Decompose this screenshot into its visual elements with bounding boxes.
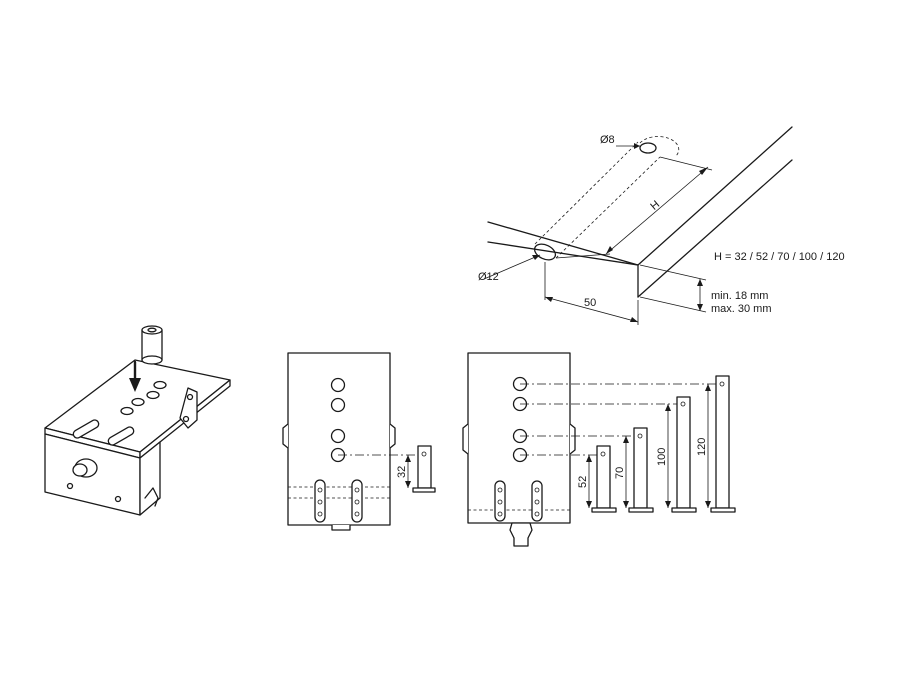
d70-label: 70 (614, 467, 626, 479)
h-options-label: H = 32 / 52 / 70 / 100 / 120 (714, 251, 845, 263)
d32-label: 32 (396, 466, 408, 478)
hole-8-mark (639, 142, 657, 154)
dia8-label: Ø8 (600, 134, 615, 146)
d100-label: 100 (656, 448, 668, 466)
jig-front-view: 32 (282, 352, 436, 531)
h-label: H (648, 198, 662, 212)
board-isometric-view: Ø8 Ø12 H 50 min. 18 mm max. 30 mm H = 32… (478, 126, 845, 325)
d52-label: 52 (577, 476, 589, 488)
min-thickness-label: min. 18 mm (711, 290, 768, 302)
w50-label: 50 (584, 297, 596, 309)
hole-12-mark (533, 243, 557, 261)
jig-pin-set-view: 52 70 100 120 (462, 352, 736, 547)
max-thickness-label: max. 30 mm (711, 303, 772, 315)
jig-isometric-view (44, 325, 231, 516)
d120-label: 120 (696, 438, 708, 456)
dia12-label: Ø12 (478, 271, 499, 283)
